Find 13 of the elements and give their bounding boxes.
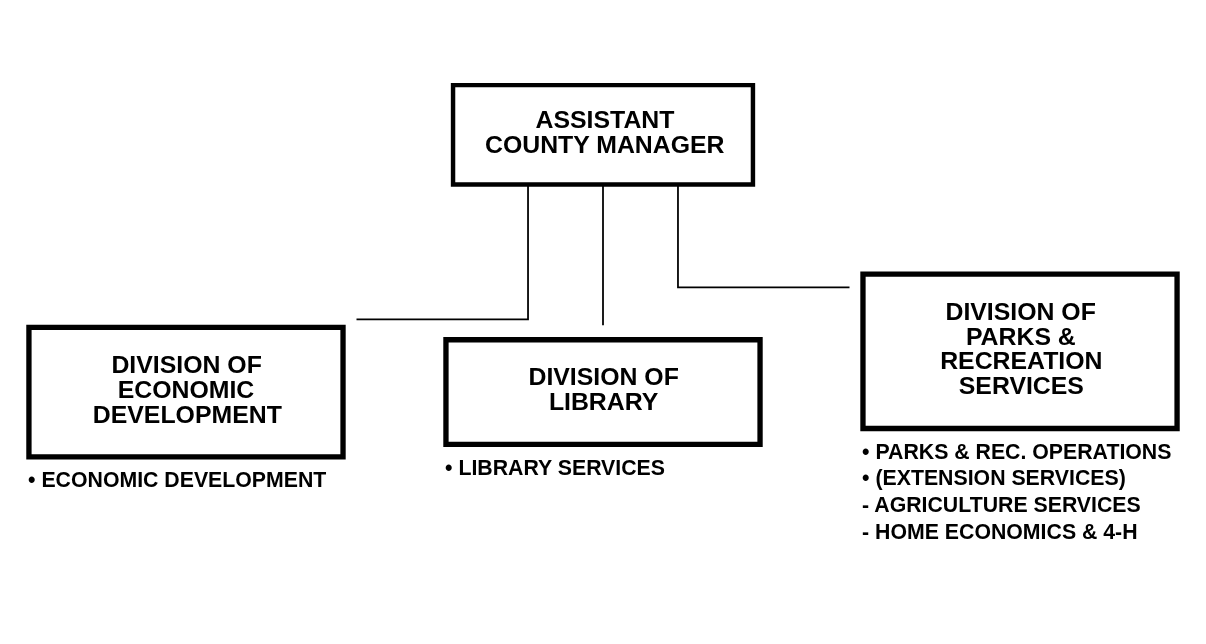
- node-label: • (EXTENSION SERVICES): [862, 466, 1126, 491]
- node-label: • LIBRARY SERVICES: [445, 455, 665, 480]
- node-box: DIVISION OF ECONOMIC DEVELOPMENT: [26, 324, 346, 460]
- node-label: • ECONOMIC DEVELOPMENT: [28, 468, 327, 493]
- connector: [677, 183, 851, 289]
- connector: [602, 183, 604, 327]
- node-box: ASSISTANT COUNTY MANAGER: [450, 82, 756, 187]
- node-box: DIVISION OF LIBRARY: [443, 337, 763, 448]
- node-label: - HOME ECONOMICS & 4-H: [862, 519, 1138, 544]
- node-label: - AGRICULTURE SERVICES: [862, 493, 1141, 518]
- node-label: • PARKS & REC. OPERATIONS: [862, 439, 1172, 464]
- node-box: DIVISION OF PARKS & RECREATION SERVICES: [860, 271, 1180, 432]
- connector: [355, 183, 529, 321]
